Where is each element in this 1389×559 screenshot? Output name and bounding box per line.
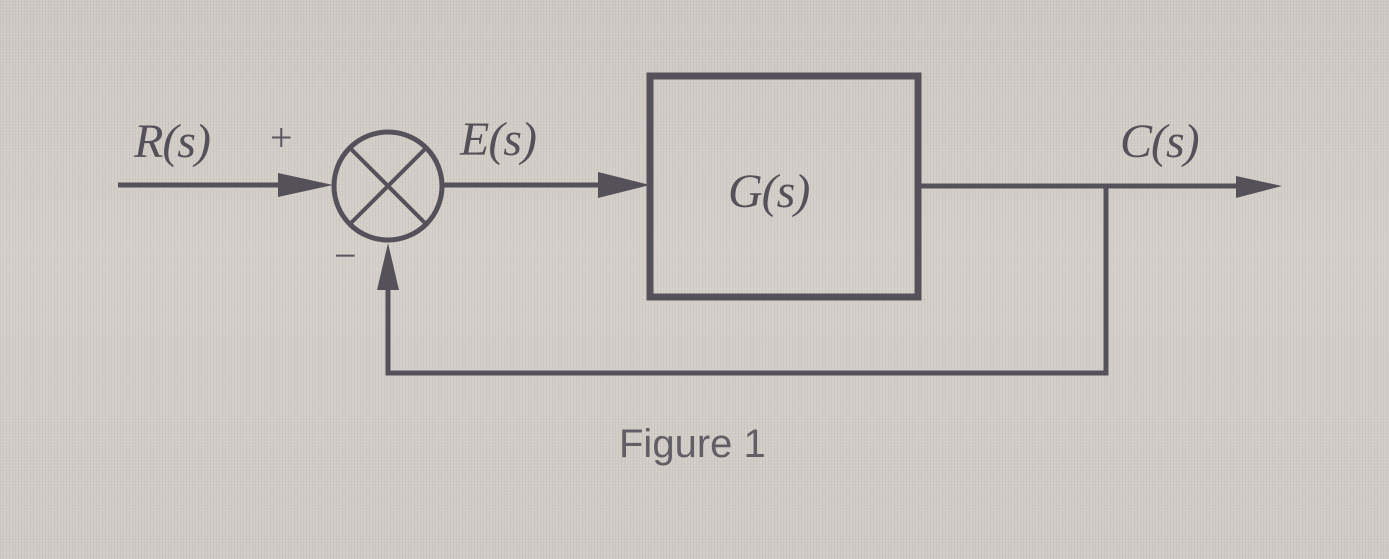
output-arrow-icon — [1236, 176, 1282, 198]
output-signal-line — [918, 176, 1282, 198]
minus-sign: − — [334, 233, 357, 278]
error-arrow-icon — [598, 172, 650, 198]
error-signal-line — [442, 172, 650, 198]
plant-block-label: G(s) — [728, 165, 810, 218]
error-signal-label: E(s) — [460, 113, 537, 166]
input-signal-line — [118, 173, 333, 197]
plus-sign: + — [270, 115, 293, 160]
figure-caption: Figure 1 — [619, 422, 766, 466]
input-signal-label: R(s) — [134, 115, 211, 168]
feedback-arrow-icon — [377, 243, 399, 290]
feedback-path — [377, 186, 1109, 376]
input-arrow-icon — [278, 173, 333, 197]
output-signal-label: C(s) — [1120, 115, 1200, 168]
summing-junction — [331, 129, 445, 243]
